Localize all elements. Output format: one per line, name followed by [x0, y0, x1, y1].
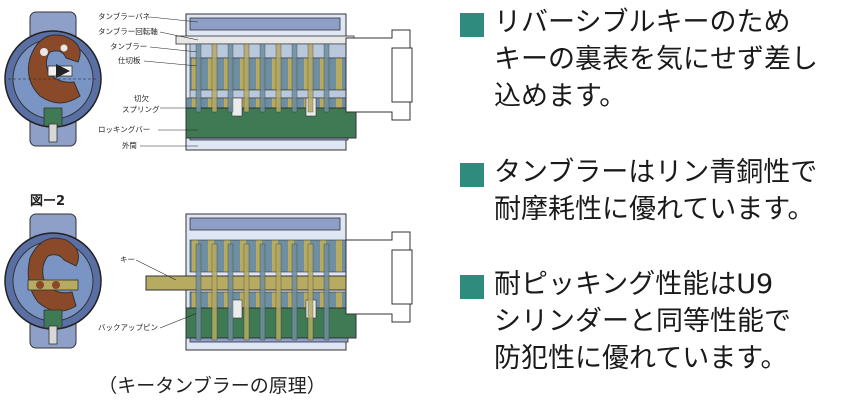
- label-tumbler-rotation-axis: タンブラー回転軸: [98, 26, 158, 36]
- tumbler-plate: [291, 43, 298, 113]
- label-notch-spring-1: 切欠: [134, 93, 149, 103]
- label-backup-pin: バックアップピン: [98, 323, 158, 332]
- tumbler-plate: [275, 243, 282, 341]
- tumbler-plate: [227, 243, 234, 341]
- tumbler-plate: [307, 43, 314, 113]
- feature-text: 耐ピッキング性能はU9 シリンダーと同等性能で 防犯性に優れています。: [494, 269, 791, 374]
- bottom-labels: キー バックアップピン: [98, 255, 201, 332]
- tumbler-plate: [211, 243, 218, 341]
- tumbler-plate: [195, 243, 202, 341]
- bottom-cross-section: [4, 213, 102, 349]
- tumbler-plate: [291, 243, 298, 341]
- label-outer-cylinder: 外筒: [122, 140, 137, 150]
- tumbler-plate: [323, 243, 330, 341]
- bullet-square-icon: [460, 163, 484, 187]
- feature-text: リバーシブルキーのため キーの裏表を気にせず差し 込めます。: [494, 7, 818, 112]
- label-key: キー: [120, 255, 135, 264]
- tumbler-plate: [243, 43, 250, 113]
- label-tumbler: タンブラー: [110, 41, 147, 51]
- tumbler-plate: [275, 43, 282, 113]
- diagram-caption: （キータンブラーの原理）: [98, 374, 325, 397]
- tumbler-plate: [259, 43, 266, 113]
- feature-text: タンブラーはリン青銅性で 耐摩耗性に優れています。: [494, 157, 818, 225]
- tumbler-plate: [227, 43, 234, 113]
- tumbler-plate: [243, 243, 250, 341]
- tumbler-plate: [307, 243, 314, 341]
- label-notch-spring-2: スプリング: [122, 104, 160, 114]
- tumbler-plate: [195, 43, 202, 113]
- bullet-square-icon: [460, 13, 484, 37]
- label-tumbler-spring: タンブラーバネ: [98, 11, 150, 21]
- label-locking-bar: ロッキングバー: [98, 124, 150, 134]
- top-cross-section: [4, 11, 102, 147]
- figure-2-label: 図ー2: [30, 194, 65, 209]
- tumbler-plate: [211, 43, 218, 113]
- tumbler-plate: [323, 43, 330, 113]
- tumbler-plate: [259, 243, 266, 341]
- bullet-square-icon: [460, 275, 484, 299]
- label-partition-plate: 仕切板: [118, 55, 141, 65]
